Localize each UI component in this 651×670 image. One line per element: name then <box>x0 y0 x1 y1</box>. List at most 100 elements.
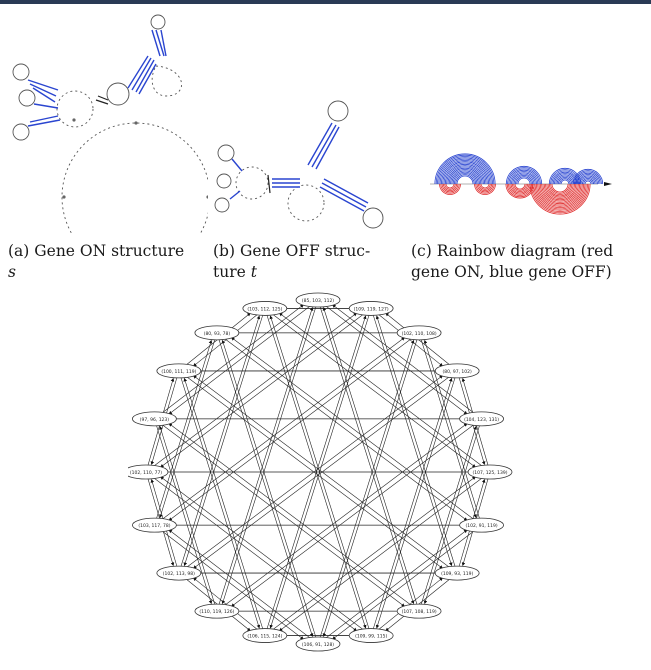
graph-edge <box>178 315 261 574</box>
graph-edge <box>154 418 213 605</box>
rainbow-arc <box>446 165 484 185</box>
rainbow-arc <box>511 171 537 185</box>
graph-node-label: (102, 110, 77) <box>130 470 162 476</box>
graph-edge <box>423 339 482 526</box>
rainbow-arc <box>575 171 601 185</box>
rainbow-arc <box>556 175 574 185</box>
graph-edge <box>264 476 476 636</box>
graph-node <box>132 411 177 427</box>
rainbow-arc <box>456 175 474 185</box>
graph-node <box>242 628 288 643</box>
rainbow-arc <box>508 183 532 196</box>
graph-node <box>348 628 394 643</box>
graph-edge <box>178 375 444 574</box>
graph-edge <box>216 423 468 612</box>
graph-edge <box>264 315 367 636</box>
rainbow-arc <box>514 183 526 190</box>
rainbow-arc <box>438 157 492 185</box>
graph-node <box>396 325 442 341</box>
graph-edge <box>168 299 319 415</box>
rainbow-arc <box>549 183 571 195</box>
graph-node <box>194 603 240 619</box>
rainbow-arc <box>551 183 569 193</box>
graph-edge <box>317 299 415 605</box>
rainbow-arc <box>507 167 541 185</box>
rainbow-arc <box>439 158 491 185</box>
rainbow-arc <box>539 183 581 205</box>
graph-node-label: (80, 97, 102) <box>443 369 473 375</box>
rainbow-diagram-figure <box>430 153 612 215</box>
graph-node-label: (85, 103, 112) <box>302 298 334 304</box>
rainbow-arc <box>550 183 570 194</box>
rainbow-arc <box>538 183 582 206</box>
rainbow-arc <box>545 183 575 199</box>
rainbow-arc <box>579 175 597 185</box>
rainbow-arc <box>508 168 540 185</box>
graph-node <box>467 464 513 480</box>
rainbow-arc <box>437 156 493 185</box>
graph-node <box>242 301 288 316</box>
graph-node-label: (107, 108, 119) <box>402 609 437 615</box>
graph-node-label: (97, 96, 123) <box>140 417 170 423</box>
graph-node <box>132 517 177 533</box>
graph-edge <box>385 312 458 372</box>
graph-node-label: (103, 112, 125) <box>247 306 282 312</box>
graph-edge <box>183 308 266 567</box>
graph-node <box>459 411 504 427</box>
graph-edge <box>317 299 468 415</box>
rainbow-arc <box>476 183 494 193</box>
graph-node-label: (109, 119, 127) <box>354 306 389 312</box>
rainbow-arc <box>442 161 488 185</box>
rainbow-arc <box>534 183 586 210</box>
rainbow-arc <box>532 183 588 212</box>
graph-edge <box>317 529 468 645</box>
graph-edge <box>160 476 372 636</box>
rainbow-arc <box>574 170 602 185</box>
rainbow-arc <box>439 183 461 195</box>
graph-node-label: (106, 91, 128) <box>302 642 334 648</box>
graph-edge <box>178 572 251 632</box>
graph-edge <box>322 307 420 612</box>
graph-edge <box>370 308 453 567</box>
rainbow-arc <box>582 178 594 185</box>
graph-edge <box>278 312 491 473</box>
rainbow-arc <box>441 183 459 193</box>
graph-node <box>348 301 394 316</box>
rainbow-arc <box>440 183 460 194</box>
rainbow-arc <box>572 168 604 185</box>
rainbow-arc <box>530 183 590 214</box>
rainbow-arc <box>512 183 528 192</box>
graph-edge <box>178 370 444 569</box>
rainbow-arc <box>443 183 457 191</box>
graph-node <box>459 517 504 533</box>
graph-edge <box>178 312 251 372</box>
graph-node-label: (104, 123, 131) <box>464 417 499 423</box>
rainbow-arc <box>542 183 578 202</box>
graph-edge <box>221 339 319 645</box>
rainbow-arc <box>444 163 486 185</box>
rainbow-arc <box>452 171 478 185</box>
gene-off-structure-figure <box>214 100 384 229</box>
graph-edge <box>145 312 358 473</box>
rainbow-arc <box>448 167 482 185</box>
graph-node <box>128 464 169 480</box>
rainbow-arc <box>560 179 570 185</box>
graph-edge <box>269 308 372 629</box>
caption-b: (b) Gene OFF struc- ture t <box>213 242 371 281</box>
rainbow-arc <box>543 183 577 201</box>
caption-c: (c) Rainbow diagram (red gene ON, blue g… <box>411 242 614 281</box>
graph-edge <box>159 425 218 612</box>
rainbow-arc <box>584 180 592 185</box>
rainbow-arc <box>510 183 530 194</box>
rainbow-arc <box>480 183 490 189</box>
graph-edge <box>418 332 477 519</box>
rainbow-arc <box>578 174 598 185</box>
graph-node <box>434 363 480 379</box>
rainbow-arc <box>443 162 487 185</box>
rainbow-arc <box>548 167 582 185</box>
rainbow-arc <box>451 170 479 185</box>
rainbow-arc <box>509 169 539 185</box>
rainbow-arc <box>455 174 475 185</box>
graph-edge <box>221 299 319 605</box>
graph-node-label: (109, 93, 119) <box>441 571 473 577</box>
